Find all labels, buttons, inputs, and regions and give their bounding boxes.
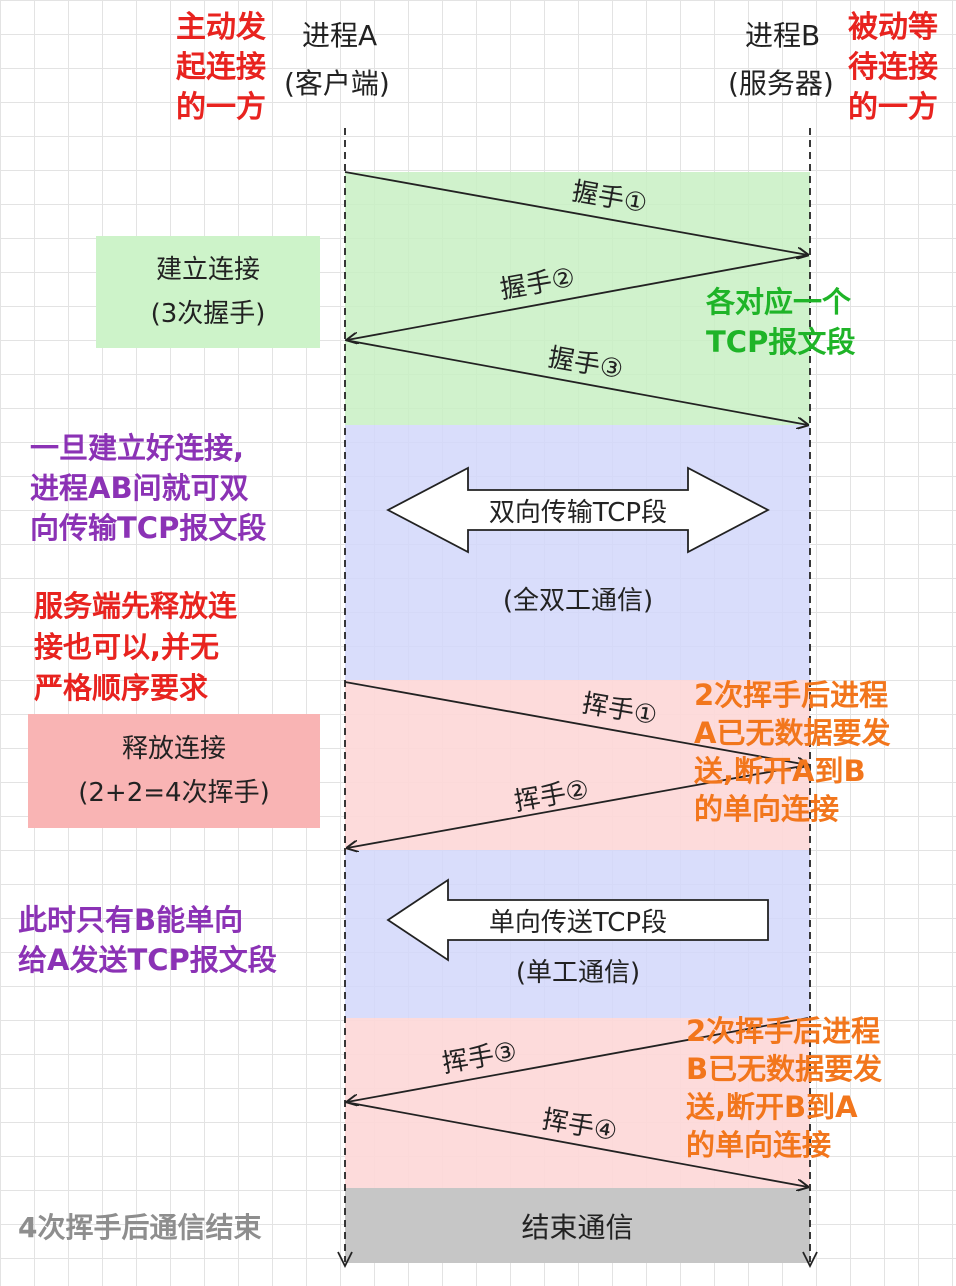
release-note-b: 2次挥手后进程 B已无数据要发 送,断开B到A 的单向连接 xyxy=(686,1014,883,1162)
server-release-note: 服务端先释放连 接也可以,并无 严格顺序要求 xyxy=(34,589,238,705)
process-a-role: (客户端) xyxy=(284,67,390,100)
simplex-arrow-label: 单向传送TCP段 xyxy=(488,907,668,938)
handshake-2-arrow xyxy=(347,254,809,340)
process-a-name: 进程A xyxy=(302,19,378,52)
wave-2-arrow xyxy=(347,764,809,848)
simplex-note: 此时只有B能单向 给A发送TCP报文段 xyxy=(18,903,277,977)
release-band-1 xyxy=(345,680,810,850)
duplex-band xyxy=(345,425,810,680)
duplex-note: 一旦建立好连接, 进程AB间就可双 向传输TCP报文段 xyxy=(30,431,267,545)
wave-3-arrow xyxy=(347,1017,809,1102)
simplex-left-arrow xyxy=(386,878,769,962)
handshake-3-arrow xyxy=(344,339,808,425)
process-a-note: 主动发 起连接 的一方 xyxy=(176,10,266,125)
end-label: 结束通信 xyxy=(521,1210,634,1244)
process-b-role: (服务器) xyxy=(728,67,834,100)
end-note: 4次挥手后通信结束 xyxy=(18,1211,262,1244)
process-b-note: 被动等 待连接 的一方 xyxy=(848,10,938,125)
simplex-sub-label: (单工通信) xyxy=(515,958,641,988)
handshake-1-arrow xyxy=(344,171,808,255)
end-band xyxy=(345,1188,810,1263)
duplex-arrow-label: 双向传输TCP段 xyxy=(488,497,668,528)
process-b-name: 进程B xyxy=(745,19,821,52)
release-note-a: 2次挥手后进程 A已无数据要发 送,断开A到B 的单向连接 xyxy=(694,678,891,826)
wave-1-arrow xyxy=(344,681,808,765)
wave-4-arrow xyxy=(344,1101,808,1187)
release-connection-box: 释放连接 (2+2=4次挥手) xyxy=(28,714,320,828)
segment-note: 各对应一个 TCP报文段 xyxy=(706,285,856,359)
release-band-2 xyxy=(345,1018,810,1188)
duplex-double-arrow xyxy=(386,466,770,554)
establish-connection-box: 建立连接 (3次握手) xyxy=(96,236,320,348)
duplex-sub-label: (全双工通信) xyxy=(502,586,654,616)
